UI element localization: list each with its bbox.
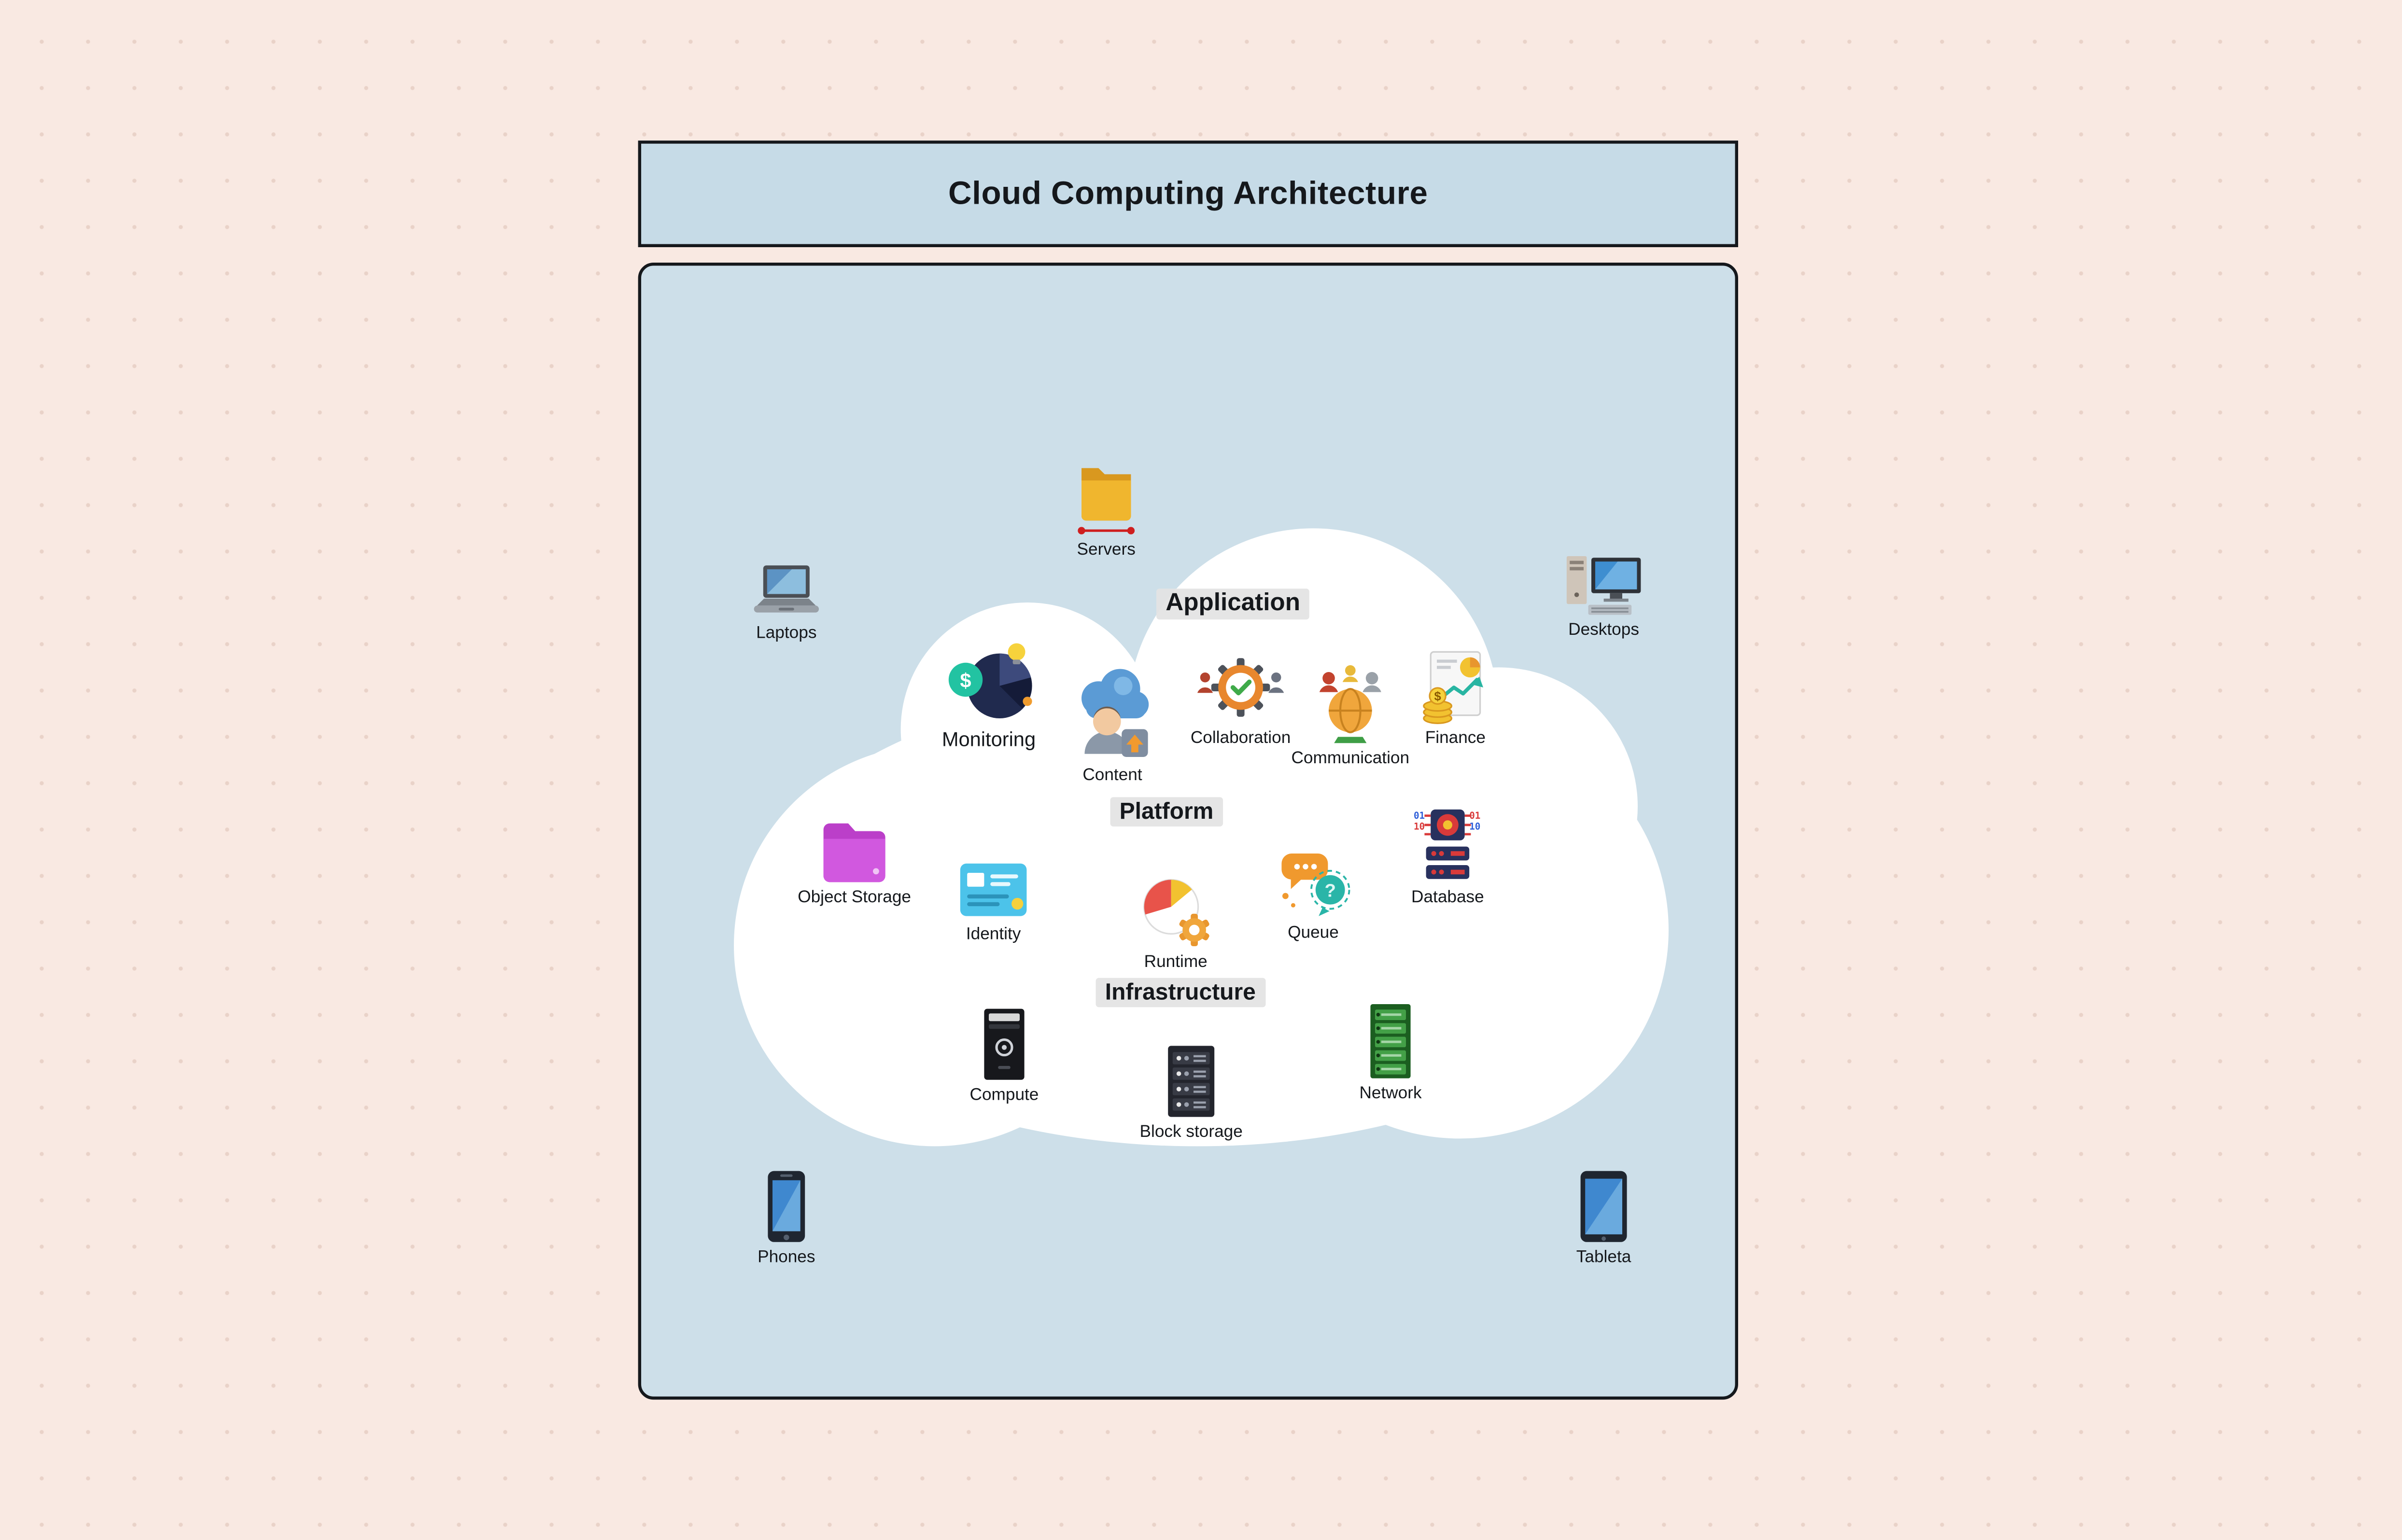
svg-text:10: 10 xyxy=(1414,821,1425,832)
node-label-communication: Communication xyxy=(1291,749,1410,768)
node-label-monitoring: Monitoring xyxy=(941,728,1036,751)
node-laptops[interactable]: Laptops xyxy=(686,564,887,643)
node-label-object-storage: Object Storage xyxy=(798,888,911,907)
node-label-block-storage: Block storage xyxy=(1139,1123,1243,1142)
node-compute[interactable]: Compute xyxy=(904,1007,1105,1105)
layer-label-infrastructure[interactable]: Infrastructure xyxy=(1096,978,1265,1008)
node-queue[interactable]: ? Queue xyxy=(1213,848,1414,942)
network-rack-icon xyxy=(1367,1003,1414,1080)
chip-binary-icon: 01 10 01 10 xyxy=(1412,806,1483,883)
monitoring-pie-chart-icon: $ xyxy=(944,640,1034,723)
pie-chart-gear-icon xyxy=(1138,874,1213,949)
laptop-icon xyxy=(752,564,820,619)
finance-chart-coins-icon: $ xyxy=(1420,650,1491,725)
svg-text:01: 01 xyxy=(1469,810,1480,821)
node-database[interactable]: 01 10 01 10 Database xyxy=(1347,806,1548,907)
node-label-queue: Queue xyxy=(1288,924,1339,942)
node-tableta[interactable]: Tableta xyxy=(1503,1169,1704,1267)
id-card-icon xyxy=(958,859,1029,921)
cloud-user-upload-icon xyxy=(1075,666,1150,761)
diagram-title: Cloud Computing Architecture xyxy=(948,175,1428,211)
node-communication[interactable]: Communication xyxy=(1250,664,1451,768)
node-label-phones: Phones xyxy=(758,1248,815,1267)
node-label-identity: Identity xyxy=(966,925,1021,944)
svg-text:01: 01 xyxy=(1414,810,1425,821)
svg-text:10: 10 xyxy=(1469,821,1480,832)
svg-text:$: $ xyxy=(1434,690,1441,703)
node-label-desktops: Desktops xyxy=(1568,621,1639,640)
node-collaboration[interactable]: Collaboration xyxy=(1140,654,1341,748)
globe-people-icon xyxy=(1316,664,1384,744)
node-label-servers: Servers xyxy=(1077,541,1136,560)
folder-network-icon xyxy=(1077,459,1136,536)
node-phones[interactable]: Phones xyxy=(686,1169,887,1267)
svg-text:?: ? xyxy=(1324,881,1335,901)
node-block-storage[interactable]: Block storage xyxy=(1091,1044,1292,1142)
folder-icon xyxy=(817,816,892,884)
node-label-network: Network xyxy=(1359,1084,1422,1103)
node-finance[interactable]: $ Finance xyxy=(1355,650,1556,748)
node-label-finance: Finance xyxy=(1425,729,1486,748)
layer-label-application[interactable]: Application xyxy=(1156,588,1310,620)
node-content[interactable]: Content xyxy=(1012,666,1213,785)
node-label-database: Database xyxy=(1411,888,1484,907)
node-monitoring[interactable]: $ Monitoring xyxy=(888,640,1089,751)
tablet-icon xyxy=(1577,1169,1630,1244)
node-object-storage[interactable]: Object Storage xyxy=(754,816,955,907)
desktop-computer-icon xyxy=(1565,555,1643,616)
svg-text:$: $ xyxy=(960,669,971,692)
gear-teamwork-icon xyxy=(1196,654,1286,725)
node-runtime[interactable]: Runtime xyxy=(1075,874,1276,972)
node-label-laptops: Laptops xyxy=(756,624,817,643)
node-label-compute: Compute xyxy=(969,1086,1039,1105)
node-network[interactable]: Network xyxy=(1290,1003,1491,1103)
layer-label-platform[interactable]: Platform xyxy=(1110,797,1223,826)
node-label-collaboration: Collaboration xyxy=(1190,729,1291,748)
node-label-tableta: Tableta xyxy=(1576,1248,1631,1267)
node-desktops[interactable]: Desktops xyxy=(1503,555,1704,640)
node-label-runtime: Runtime xyxy=(1144,953,1208,972)
chat-bubbles-icon: ? xyxy=(1276,848,1350,919)
node-servers[interactable]: Servers xyxy=(1006,459,1207,559)
node-identity[interactable]: Identity xyxy=(893,859,1094,944)
storage-rack-icon xyxy=(1166,1044,1216,1119)
node-label-content: Content xyxy=(1082,766,1142,785)
smartphone-icon xyxy=(763,1169,810,1244)
tower-pc-icon xyxy=(981,1007,1027,1081)
diagram-title-box[interactable]: Cloud Computing Architecture xyxy=(638,140,1738,247)
